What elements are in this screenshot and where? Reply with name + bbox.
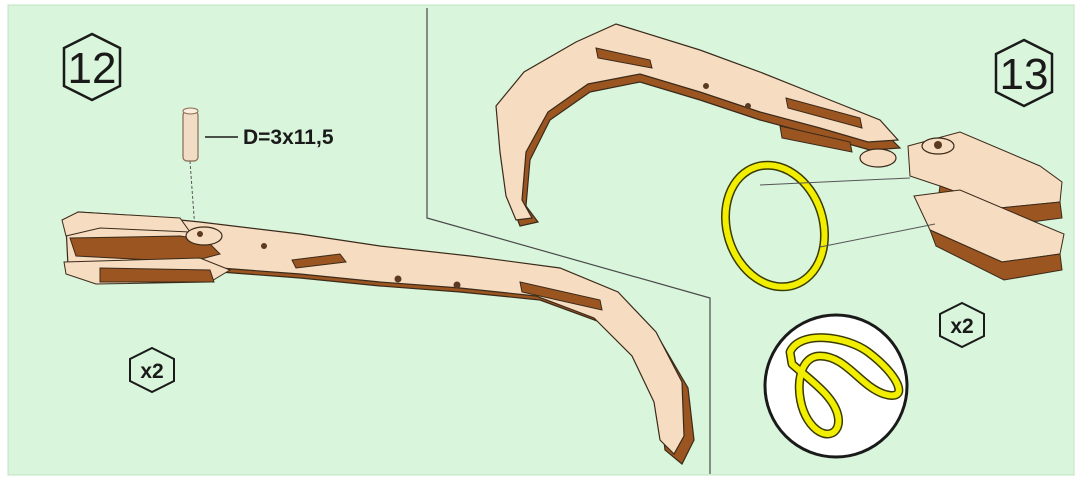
pivot-boss bbox=[186, 227, 222, 245]
arm-hole-3 bbox=[261, 243, 267, 249]
step-13-multiplier-label: x2 bbox=[950, 315, 973, 338]
dowel-dimension-label: D=3x11,5 bbox=[243, 126, 334, 149]
hook-hole-2 bbox=[745, 103, 751, 109]
step-13-badge: 13 bbox=[996, 40, 1052, 106]
dowel-pin-body bbox=[183, 111, 198, 161]
arm-hole-1 bbox=[395, 276, 402, 283]
clamp-pivot-hole bbox=[934, 141, 942, 149]
step-12-multiplier-label: x2 bbox=[140, 360, 163, 383]
step-12-number: 12 bbox=[68, 44, 117, 93]
hook-pivot-boss bbox=[860, 149, 896, 167]
clamp-jaw-bottom-edge bbox=[100, 268, 214, 282]
band-detail-inset bbox=[765, 315, 907, 457]
step-12-badge: 12 bbox=[64, 34, 120, 100]
hook-hole-1 bbox=[703, 83, 709, 89]
step-13-number: 13 bbox=[1000, 50, 1049, 99]
pivot-hole bbox=[197, 231, 203, 237]
arm-hole-2 bbox=[454, 282, 461, 289]
dowel-pin-top bbox=[183, 108, 198, 114]
